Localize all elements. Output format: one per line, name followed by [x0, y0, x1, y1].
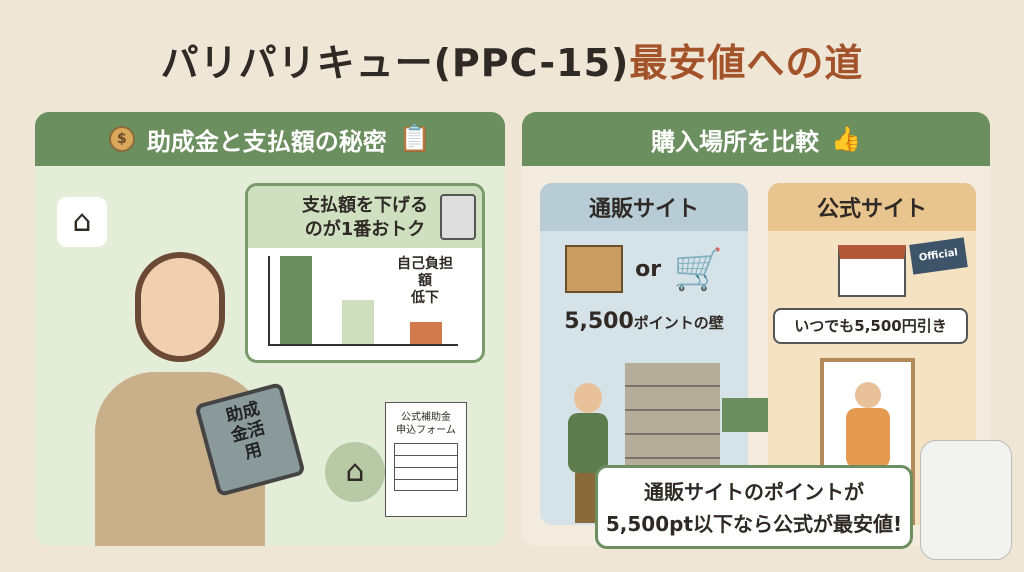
- mail-order-title: 通販サイト: [540, 183, 748, 231]
- conclusion-callout: 通販サイトのポイントが 5,500pt以下なら公式が最安値!: [595, 465, 913, 549]
- title-highlight: 最安値への道: [629, 41, 864, 85]
- comparison-panel-title: 購入場所を比較: [651, 127, 820, 156]
- chart-label-line1: 自己負担額: [397, 256, 453, 289]
- woman-illustration: [75, 232, 275, 546]
- payment-chart: 自己負担額低下: [268, 256, 458, 346]
- form-title-line2: 申込フォーム: [396, 425, 456, 436]
- chart-label-line2: 低下: [411, 290, 439, 306]
- form-title-line1: 公式補助金: [401, 412, 451, 423]
- wall-points: 5,500: [564, 309, 634, 334]
- house-circle-icon: ⌂: [325, 442, 385, 502]
- bar-self-pay: [410, 322, 442, 344]
- conclusion-line2: 5,500pt以下なら公式が最安値!: [605, 512, 903, 536]
- subsidy-panel-title: 助成金と支払額の秘密: [146, 127, 387, 156]
- thumbs-up-icon: 👍: [831, 125, 861, 153]
- subsidy-panel-header: $ 助成金と支払額の秘密 📋: [35, 112, 505, 166]
- bubble-title-line2: のが1番おトク: [304, 219, 426, 240]
- bar-after-subsidy: [342, 300, 374, 344]
- money-bag-icon: $: [108, 126, 135, 152]
- official-title: 公式サイト: [768, 183, 976, 231]
- form-document: 公式補助金 申込フォーム: [385, 402, 467, 517]
- wall-text: ポイントの壁: [633, 314, 724, 332]
- clipboard-icon: 📋: [398, 124, 432, 154]
- box-icon: [565, 245, 624, 293]
- cart-icon: 🛒: [673, 246, 723, 293]
- store-icon: [838, 245, 906, 297]
- calculator-icon: [440, 194, 476, 240]
- discount-bubble: いつでも5,500円引き: [773, 308, 968, 344]
- title-main: パリパリキュー(PPC-15): [160, 41, 630, 85]
- tablet-text: 助成金活用: [223, 398, 268, 464]
- house-icon: ⌂: [57, 197, 107, 247]
- savings-bubble: 支払額を下げるのが1番おトク 自己負担額低下: [245, 183, 485, 363]
- or-label: or: [635, 256, 662, 282]
- bar-full-price: [280, 256, 312, 344]
- rice-cooker-product: [920, 440, 1012, 560]
- official-flag: Official: [909, 237, 968, 275]
- page-title: パリパリキュー(PPC-15)最安値への道: [0, 32, 1024, 87]
- conclusion-line1: 通販サイトのポイントが: [644, 480, 864, 504]
- bubble-title-line1: 支払額を下げる: [302, 195, 428, 216]
